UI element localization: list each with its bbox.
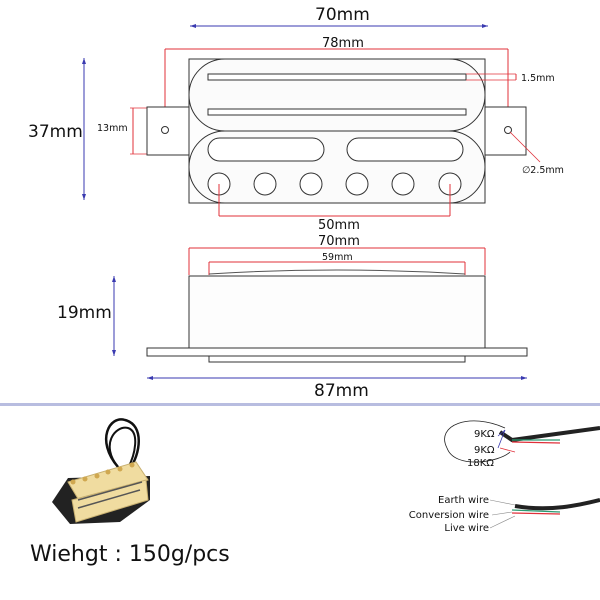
label-59mm: 59mm — [322, 252, 353, 263]
label-13mm: 13mm — [97, 123, 128, 134]
blade-slot-1 — [207, 73, 467, 81]
right-mount-hole — [504, 126, 512, 134]
weight-text: Wiehgt : 150g/pcs — [30, 542, 230, 567]
arrow-right-icon — [482, 24, 488, 28]
label-78mm: 78mm — [322, 36, 364, 51]
pickup-photo — [52, 418, 150, 524]
label-19mm: 19mm — [57, 303, 112, 323]
baseplate-side — [146, 347, 528, 357]
top-curve — [208, 269, 466, 275]
wire-label-earth: Earth wire — [438, 495, 489, 506]
wire-label-conversion: Conversion wire — [409, 510, 489, 521]
slot-right — [346, 137, 464, 162]
label-1-5mm: 1.5mm — [521, 73, 555, 84]
resistance-label: 18KΩ — [467, 458, 494, 469]
label-70mm-top: 70mm — [315, 5, 370, 25]
wire-diagram: Earth wire Conversion wire Live wire — [409, 495, 600, 534]
label-70mm-side: 70mm — [318, 234, 360, 249]
left-mount-hole — [161, 126, 169, 134]
resistance-label: 9KΩ — [474, 429, 495, 440]
blade-slot-2 — [207, 108, 467, 116]
label-37mm: 37mm — [28, 122, 83, 142]
slot-left — [207, 137, 325, 162]
label-87mm: 87mm — [314, 381, 369, 401]
resistance-label: 9KΩ — [474, 445, 495, 456]
arrow-left-icon — [190, 24, 196, 28]
resistance-diagram: 9KΩ 9KΩ 18KΩ — [444, 420, 600, 469]
wire-label-live: Live wire — [444, 523, 489, 534]
pickup-body-side — [188, 275, 486, 349]
label-hole-diameter: ∅2.5mm — [522, 165, 564, 176]
label-50mm: 50mm — [318, 218, 360, 233]
section-divider — [0, 403, 600, 406]
upper-coil — [188, 58, 486, 132]
bottom-plate — [208, 355, 466, 363]
